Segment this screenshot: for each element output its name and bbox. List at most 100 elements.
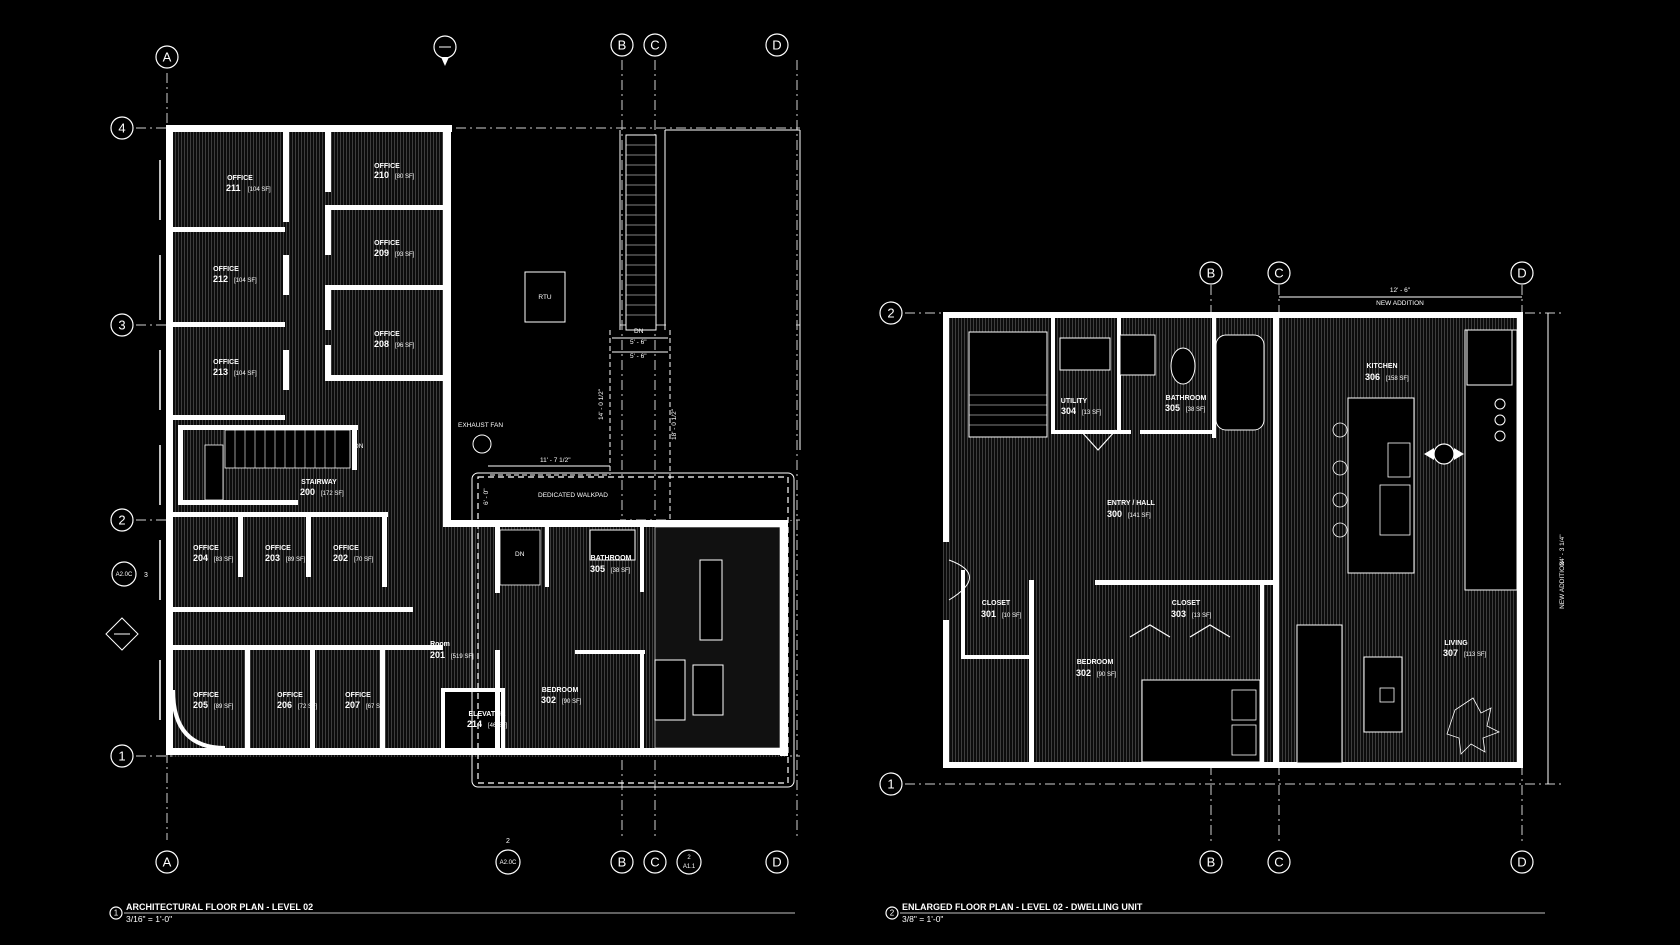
svg-text:B: B — [1207, 855, 1216, 870]
grid-bubble-3: 3 — [110, 313, 134, 337]
svg-text:212: 212 — [213, 274, 228, 284]
section-callout-a20c-2: A2.0C 2 — [495, 838, 521, 875]
svg-text:201: 201 — [430, 650, 445, 660]
svg-text:302: 302 — [541, 695, 556, 705]
dim-6-0: 6' - 0" — [483, 488, 490, 505]
room-label-303: CLOSET 303 [13 SF] — [1171, 600, 1212, 619]
svg-text:2: 2 — [687, 855, 691, 861]
svg-text:1: 1 — [887, 777, 894, 792]
svg-text:[13 SF]: [13 SF] — [1192, 613, 1212, 619]
svg-text:[67 SF]: [67 SF] — [366, 704, 386, 710]
svg-text:ENLARGED FLOOR PLAN - LEVEL 02: ENLARGED FLOOR PLAN - LEVEL 02 - DWELLIN… — [902, 902, 1143, 912]
grid-bubble-B-bottom-2: B — [1199, 850, 1223, 874]
section-callout-a20c-3: A2.0C 3 — [111, 561, 148, 587]
svg-text:[113 SF]: [113 SF] — [1464, 652, 1487, 658]
svg-text:B: B — [618, 38, 627, 53]
grid-bubble-B-bottom: B — [610, 850, 634, 874]
drawing-title-1: 1 ARCHITECTURAL FLOOR PLAN - LEVEL 02 3/… — [109, 902, 795, 924]
room-label-210: OFFICE 210 [80 SF] — [374, 163, 415, 180]
room-label-211: OFFICE 211 [104 SF] — [226, 175, 271, 193]
svg-text:LIVING: LIVING — [1444, 640, 1468, 647]
room-label-305-plan1: BATHROOM 305 [38 SF] — [590, 555, 632, 574]
svg-text:305: 305 — [1165, 403, 1180, 413]
svg-text:STAIRWAY: STAIRWAY — [301, 479, 337, 486]
note-walkpad: DEDICATED WALKPAD — [538, 492, 608, 499]
room-label-214: ELEVATOR 214 [46 SF] — [467, 711, 508, 729]
svg-text:A1.1: A1.1 — [683, 864, 696, 870]
room-label-205: OFFICE 205 [89 SF] — [193, 692, 234, 710]
svg-text:303: 303 — [1171, 609, 1186, 619]
svg-text:C: C — [1274, 855, 1283, 870]
svg-text:A: A — [163, 50, 172, 65]
svg-text:CLOSET: CLOSET — [1172, 600, 1201, 607]
note-dn-unit: DN — [515, 551, 525, 558]
room-label-209: OFFICE 209 [93 SF] — [374, 240, 415, 258]
svg-text:A2.0C: A2.0C — [500, 860, 517, 866]
svg-text:BEDROOM: BEDROOM — [542, 687, 579, 694]
svg-text:[80 SF]: [80 SF] — [395, 174, 415, 180]
grid-bubble-A-bottom: A — [155, 850, 179, 874]
grid-bubble-C-top: C — [643, 33, 667, 57]
dim-24-3: 24' - 3 1/4" — [1559, 534, 1566, 566]
svg-text:B: B — [1207, 266, 1216, 281]
dim-11-7: 11' - 7 1/2" — [540, 457, 571, 464]
dim-new-addition-side: NEW ADDITION — [1559, 561, 1566, 609]
svg-text:[104 SF]: [104 SF] — [234, 371, 257, 377]
room-label-305: BATHROOM 305 [38 SF] — [1165, 395, 1207, 413]
room-label-202: OFFICE 202 [70 SF] — [333, 545, 374, 563]
svg-text:ENTRY / HALL: ENTRY / HALL — [1107, 500, 1156, 507]
section-callout-a11-2: 2 A1.1 — [676, 849, 702, 875]
svg-text:207: 207 — [345, 700, 360, 710]
svg-text:[90 SF]: [90 SF] — [562, 699, 582, 705]
grid-bubble-2-plan2: 2 — [879, 301, 903, 325]
dim-5-6-a: 5' - 6" — [630, 339, 647, 346]
svg-text:B: B — [618, 855, 627, 870]
grid-bubble-C-top-2: C — [1267, 261, 1291, 285]
svg-text:OFFICE: OFFICE — [333, 545, 359, 552]
dim-new-addition-top: NEW ADDITION — [1376, 300, 1424, 307]
svg-text:[90 SF]: [90 SF] — [1097, 672, 1117, 678]
svg-text:214: 214 — [467, 719, 482, 729]
svg-text:[158 SF]: [158 SF] — [1386, 376, 1409, 382]
svg-text:D: D — [1517, 855, 1526, 870]
svg-text:[93 SF]: [93 SF] — [395, 252, 415, 258]
svg-text:1: 1 — [114, 909, 119, 918]
section-marker-top — [433, 35, 457, 66]
section-marker-left — [105, 617, 139, 651]
room-label-203: OFFICE 203 [89 SF] — [265, 545, 306, 563]
svg-text:[38 SF]: [38 SF] — [1186, 407, 1206, 413]
svg-text:213: 213 — [213, 367, 228, 377]
grid-bubble-C-bottom: C — [643, 850, 667, 874]
drawing-title-2: 2 ENLARGED FLOOR PLAN - LEVEL 02 - DWELL… — [885, 902, 1545, 924]
svg-text:OFFICE: OFFICE — [213, 359, 239, 366]
svg-text:OFFICE: OFFICE — [213, 266, 239, 273]
svg-text:2: 2 — [887, 306, 894, 321]
enlarged-plan-dwelling-unit: 12' - 6" NEW ADDITION 24' - 3 1/4" NEW A… — [879, 261, 1566, 924]
svg-text:C: C — [650, 38, 659, 53]
svg-text:[83 SF]: [83 SF] — [214, 557, 234, 563]
svg-text:3/8" = 1'-0": 3/8" = 1'-0" — [902, 914, 943, 924]
room-label-307: LIVING 307 [113 SF] — [1443, 640, 1487, 658]
svg-text:[46 SF]: [46 SF] — [488, 723, 508, 729]
grid-bubble-2: 2 — [110, 508, 134, 532]
svg-text:OFFICE: OFFICE — [193, 545, 219, 552]
note-rtu: RTU — [538, 294, 552, 301]
svg-text:C: C — [1274, 266, 1283, 281]
svg-text:3/16" = 1'-0": 3/16" = 1'-0" — [126, 914, 172, 924]
svg-text:203: 203 — [265, 553, 280, 563]
note-dn-stair: DN — [354, 443, 364, 450]
svg-text:2: 2 — [506, 838, 510, 845]
svg-text:3: 3 — [144, 572, 148, 579]
svg-text:A: A — [163, 855, 172, 870]
grid-bubble-A-top: A — [155, 45, 179, 69]
section-marker-kitchen — [1424, 443, 1464, 465]
svg-text:BEDROOM: BEDROOM — [1077, 659, 1114, 666]
svg-text:300: 300 — [1107, 509, 1122, 519]
room-label-213: OFFICE 213 [104 SF] — [213, 359, 257, 377]
svg-text:OFFICE: OFFICE — [227, 175, 253, 182]
svg-text:1: 1 — [118, 749, 125, 764]
svg-text:205: 205 — [193, 700, 208, 710]
svg-text:A2.0C: A2.0C — [116, 572, 133, 578]
grid-bubble-D-bottom: D — [765, 850, 789, 874]
dim-18-0: 18' - 0 1/2" — [671, 408, 678, 440]
